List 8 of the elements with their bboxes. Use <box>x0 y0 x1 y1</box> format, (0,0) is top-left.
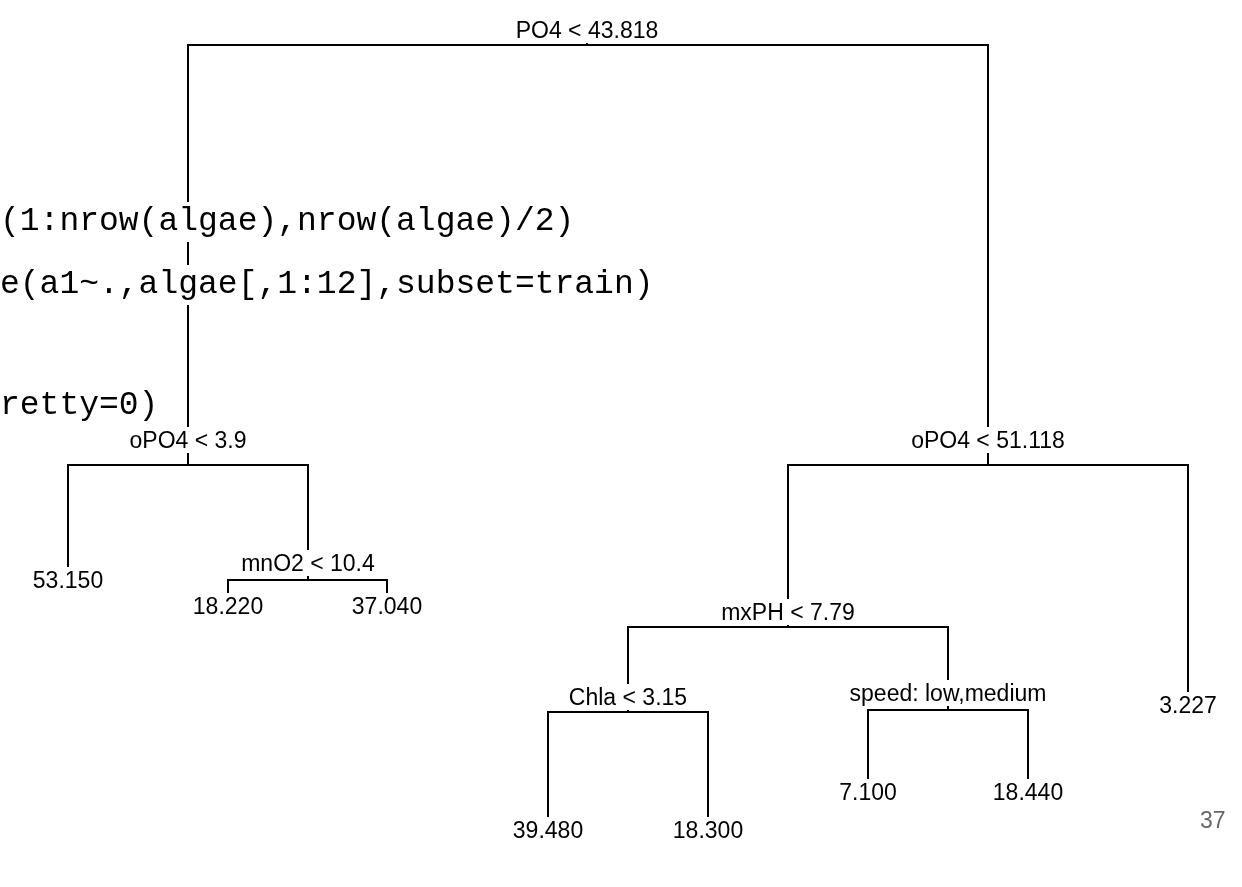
tree-branch <box>586 42 989 428</box>
page-number: 37 <box>1200 807 1226 833</box>
tree-branch <box>187 42 588 428</box>
tree-branch <box>627 709 709 818</box>
tree-branch <box>187 452 309 551</box>
tree-branch <box>627 624 789 685</box>
tree-branch <box>787 624 949 681</box>
tree-branch <box>547 709 629 818</box>
